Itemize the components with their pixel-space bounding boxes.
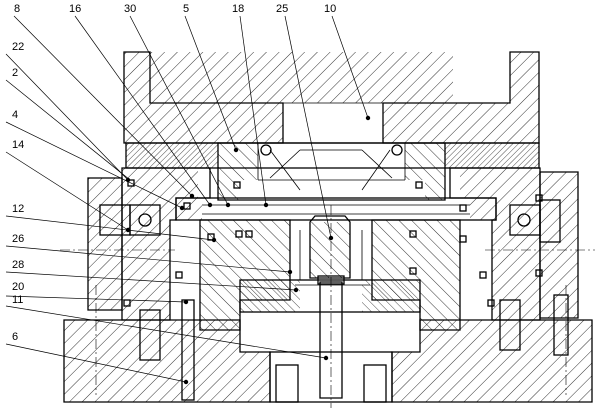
top-housing xyxy=(123,51,540,144)
inner-blocks xyxy=(199,219,461,331)
centerlines xyxy=(60,205,595,408)
label-part-18: 18 xyxy=(232,3,244,15)
label-part-28: 28 xyxy=(12,259,24,271)
label-part-6: 6 xyxy=(12,331,18,343)
plate-band xyxy=(125,142,540,169)
label-part-5: 5 xyxy=(183,3,189,15)
label-part-2: 2 xyxy=(12,67,18,79)
body-right xyxy=(449,167,579,321)
flange-cone xyxy=(217,142,446,201)
label-part-26: 26 xyxy=(12,233,24,245)
body-left xyxy=(87,167,211,321)
leader-lines xyxy=(5,15,371,385)
label-part-16: 16 xyxy=(69,3,81,15)
label-part-10: 10 xyxy=(324,3,336,15)
label-part-11: 11 xyxy=(12,294,23,306)
part-labels: 8 16 30 5 18 25 10 22 2 4 14 12 26 28 20… xyxy=(12,3,336,343)
label-part-12: 12 xyxy=(12,203,24,215)
seal-marks xyxy=(123,179,543,307)
label-part-8: 8 xyxy=(14,3,20,15)
label-part-4: 4 xyxy=(12,109,18,121)
label-part-20: 20 xyxy=(12,281,24,293)
label-part-14: 14 xyxy=(12,139,24,151)
label-part-22: 22 xyxy=(12,41,24,53)
label-part-30: 30 xyxy=(124,3,136,15)
ring-bar xyxy=(175,197,497,221)
label-part-25: 25 xyxy=(276,3,288,15)
center-spindle xyxy=(295,215,370,399)
